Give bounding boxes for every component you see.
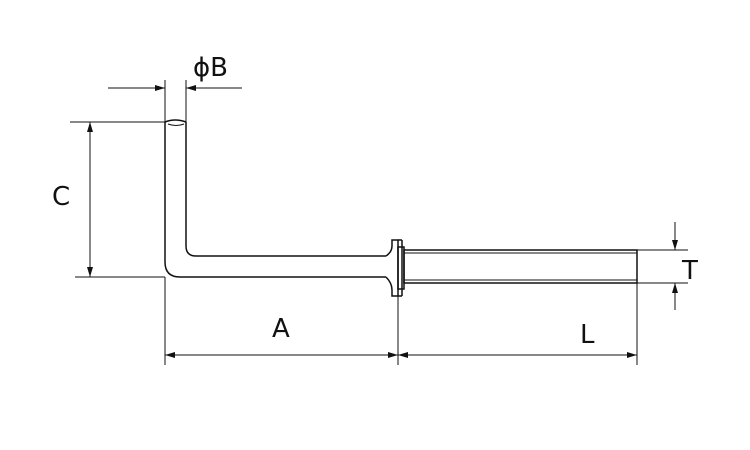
label-height-c: C — [52, 182, 70, 212]
dimension-thread-length-l: L — [398, 283, 638, 365]
dimension-hook-length-a: A — [164, 277, 399, 365]
label-hook-length-a: A — [272, 314, 290, 344]
label-thread-size-t: T — [681, 256, 698, 286]
threaded-shank — [403, 249, 638, 284]
label-diameter-b: ϕB — [193, 53, 228, 83]
label-thread-length-l: L — [580, 320, 595, 350]
hook-rod — [164, 119, 386, 278]
collar — [385, 239, 405, 297]
dimension-thread-size-t: T — [637, 222, 698, 310]
dimension-height-c: C — [52, 121, 165, 278]
dimension-diameter-b: ϕB — [108, 53, 242, 122]
